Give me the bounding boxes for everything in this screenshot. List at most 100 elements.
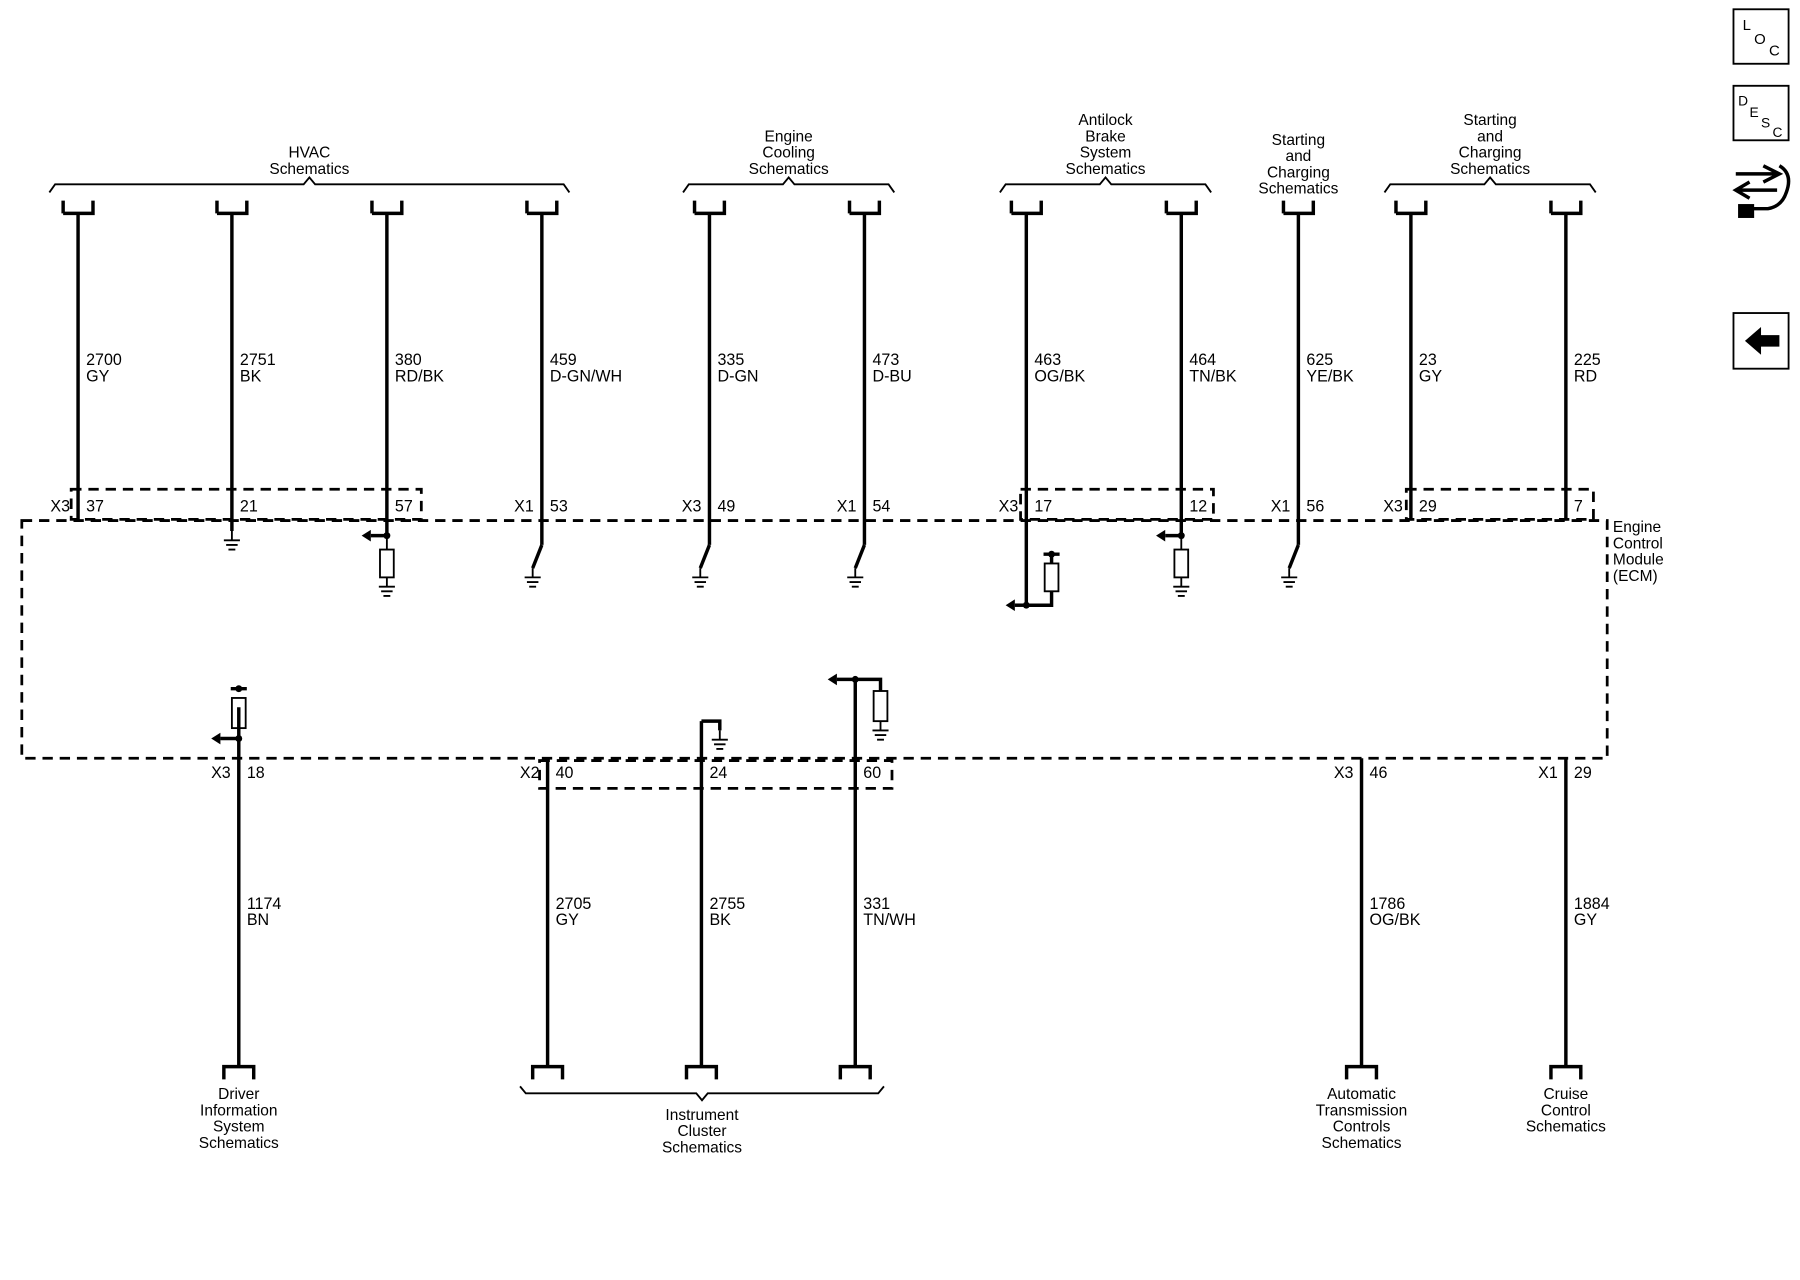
group-brace [682, 175, 896, 193]
group-label: Schematics [199, 1135, 279, 1152]
group-label: Charging [1267, 164, 1330, 181]
connector-id: X3 [50, 497, 70, 515]
ground-icon [1173, 577, 1190, 597]
connector-id: X2 [520, 764, 540, 782]
group-label: Schematics [749, 161, 829, 178]
arrow-head-icon [1156, 529, 1166, 542]
group-label: Schematics [1450, 161, 1530, 178]
ecm-module-outline [20, 519, 1609, 760]
inline-connector-icon [1549, 1064, 1583, 1080]
loc-letter: L [1743, 17, 1751, 34]
group-label: Brake [1085, 128, 1125, 145]
connector-group-box [69, 487, 423, 521]
wire-circuit-number: 1884 [1574, 895, 1610, 913]
group-brace [519, 1085, 885, 1102]
inline-connector-icon [692, 200, 727, 216]
loc-button[interactable]: L O C [1732, 8, 1790, 65]
connector-id: X3 [1383, 497, 1403, 515]
group-label: System [1080, 145, 1132, 162]
inline-connector-icon [370, 200, 404, 216]
wire-color-code: BK [240, 367, 262, 385]
group-label: Schematics [269, 161, 349, 178]
wire-color-code: GY [1419, 367, 1442, 385]
module-label: (ECM) [1613, 568, 1658, 585]
wire-color-code: OG/BK [1370, 911, 1421, 929]
wire-color-code: GY [556, 911, 579, 929]
module-label: Module [1613, 552, 1664, 569]
wire-color-code: BK [709, 911, 731, 929]
wire-color-code: BN [247, 911, 269, 929]
wire-color-code: D-GN/WH [550, 367, 622, 385]
group-label: Cluster [677, 1123, 726, 1140]
wire-color-code: GY [1574, 911, 1597, 929]
resistor-icon [230, 697, 247, 730]
connector-id: X1 [514, 497, 534, 515]
arrow-head-icon [211, 732, 221, 745]
desc-letter: C [1773, 124, 1783, 140]
pin-number: 18 [247, 764, 265, 782]
wire-color-code: D-GN [718, 367, 759, 385]
pin-number: 40 [556, 764, 574, 782]
group-label: System [213, 1119, 265, 1136]
group-label: Schematics [1258, 181, 1338, 198]
group-brace [48, 175, 571, 193]
pin-number: 56 [1306, 497, 1324, 515]
junction-dot [1048, 550, 1056, 558]
pin-number: 49 [718, 497, 736, 515]
pin-number: 37 [86, 497, 104, 515]
inline-connector-icon [1009, 200, 1043, 216]
pin-number: 54 [872, 497, 890, 515]
desc-letter: E [1750, 104, 1759, 120]
group-label: Schematics [1322, 1135, 1402, 1152]
group-label: Antilock [1078, 112, 1132, 129]
wire-circuit-number: 463 [1034, 351, 1061, 369]
wire-circuit-number: 459 [550, 351, 577, 369]
inline-connector-icon [530, 1064, 565, 1080]
wire-circuit-number: 464 [1189, 351, 1216, 369]
group-label: Charging [1459, 145, 1522, 162]
connector-id: X1 [837, 497, 857, 515]
pin-number: 60 [863, 764, 881, 782]
wire-circuit-number: 23 [1419, 351, 1437, 369]
inline-connector-icon [838, 1064, 872, 1080]
wire-color-code: OG/BK [1034, 367, 1085, 385]
wire-color-code: RD/BK [395, 367, 444, 385]
wire-color-code: D-BU [872, 367, 911, 385]
connector-id: X1 [1271, 497, 1291, 515]
group-label: Control [1541, 1102, 1591, 1119]
desc-button[interactable]: D E S C [1732, 84, 1790, 142]
loc-letter: C [1769, 43, 1780, 60]
ground-icon [223, 531, 240, 551]
wire-circuit-number: 473 [872, 351, 899, 369]
wire-color-code: TN/WH [863, 911, 916, 929]
pin-number: 29 [1574, 764, 1592, 782]
ground-icon [711, 730, 728, 750]
connector-id: X3 [999, 497, 1019, 515]
group-label: Cruise [1543, 1086, 1588, 1103]
switch-icon [531, 544, 544, 569]
wire-circuit-number: 1174 [247, 895, 282, 913]
group-label: HVAC [288, 145, 330, 162]
resistor-icon [379, 548, 395, 579]
switch-icon [1287, 544, 1300, 569]
back-button[interactable] [1732, 312, 1790, 370]
connector-end-view-icon[interactable] [1732, 164, 1791, 218]
inline-connector-icon [61, 200, 95, 216]
wire-circuit-number: 380 [395, 351, 422, 369]
wire-circuit-number: 625 [1306, 351, 1333, 369]
ground-icon [847, 568, 864, 588]
group-label: Engine [765, 128, 813, 145]
resistor-icon [1043, 562, 1060, 593]
connector-id: X1 [1538, 764, 1558, 782]
wire-circuit-number: 331 [863, 895, 890, 913]
group-label: Driver [218, 1086, 259, 1103]
group-label: Automatic [1327, 1086, 1396, 1103]
switch-icon [698, 544, 712, 569]
group-label: Starting [1463, 112, 1516, 129]
pin-number: 57 [395, 497, 413, 515]
wire-color-code: GY [86, 367, 109, 385]
wire-color-code: RD [1574, 367, 1597, 385]
group-label: Schematics [1526, 1119, 1606, 1136]
group-label: Cooling [762, 145, 815, 162]
